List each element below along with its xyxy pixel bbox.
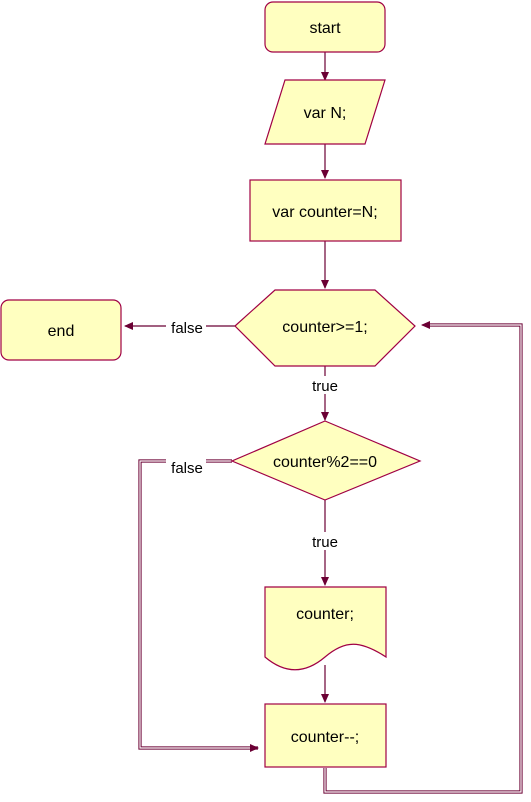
node-decrement[interactable]: counter--; [264, 703, 387, 768]
node-start[interactable]: start [264, 1, 386, 53]
edge-even-false-to-decrement [138, 459, 258, 750]
even-false-label: false [171, 460, 203, 477]
edge-label-even-false: false [166, 458, 206, 477]
input-n-label: var N; [304, 105, 347, 122]
edge-label-loop-true: true [309, 376, 341, 395]
decrement-label: counter--; [291, 729, 359, 746]
edges [124, 52, 523, 794]
loop-condition-label: counter>=1; [282, 319, 367, 336]
loop-true-label: true [312, 378, 338, 395]
output-counter-label: counter; [296, 606, 354, 623]
edge-label-loop-false: false [166, 318, 206, 337]
nodes: start var N; var counter=N; counter>=1; … [0, 1, 422, 768]
node-input-n[interactable]: var N; [264, 79, 386, 145]
loop-false-label: false [171, 320, 203, 337]
even-check-label: counter%2==0 [273, 454, 377, 471]
start-label: start [309, 20, 341, 37]
node-init-counter[interactable]: var counter=N; [249, 179, 402, 242]
edge-labels: false true false true [166, 318, 341, 551]
node-loop-condition[interactable]: counter>=1; [234, 289, 416, 367]
end-label: end [48, 323, 75, 340]
node-even-check[interactable]: counter%2==0 [230, 420, 422, 501]
even-true-label: true [312, 534, 338, 551]
node-end[interactable]: end [0, 299, 122, 361]
node-output-counter[interactable]: counter; [264, 586, 387, 671]
edge-label-even-true: true [309, 532, 341, 551]
init-counter-label: var counter=N; [272, 204, 377, 221]
